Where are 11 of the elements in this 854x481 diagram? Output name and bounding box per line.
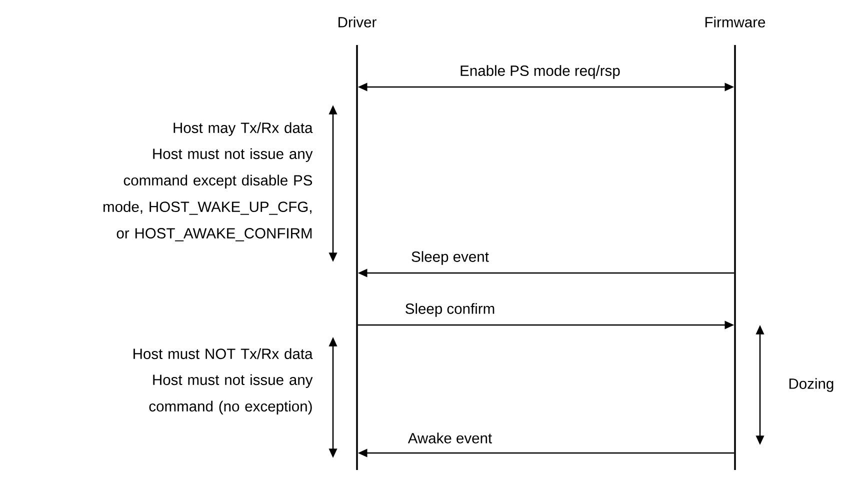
- lifeline-heading: Firmware: [705, 16, 766, 28]
- note-text: Host must not issue any command except disable PS mode, HOST_WAKE_UP_CFG, or HOST_AWAKE_CONFIRM: [103, 148, 313, 242]
- note-text: Host may Tx/Rx data: [174, 122, 313, 136]
- lifeline-heading: Driver: [338, 16, 376, 28]
- note-text: Host must not issue any command (no exception): [149, 374, 313, 414]
- edge-label: Awake event: [406, 431, 494, 445]
- edge-label: Sleep confirm: [404, 302, 496, 318]
- note-text: Host must NOT Tx/Rx data: [134, 348, 313, 360]
- edge-label: Sleep event: [410, 250, 490, 266]
- state-label: Dozing: [789, 378, 834, 392]
- edge-label: Enable PS mode req/rsp: [458, 64, 622, 80]
